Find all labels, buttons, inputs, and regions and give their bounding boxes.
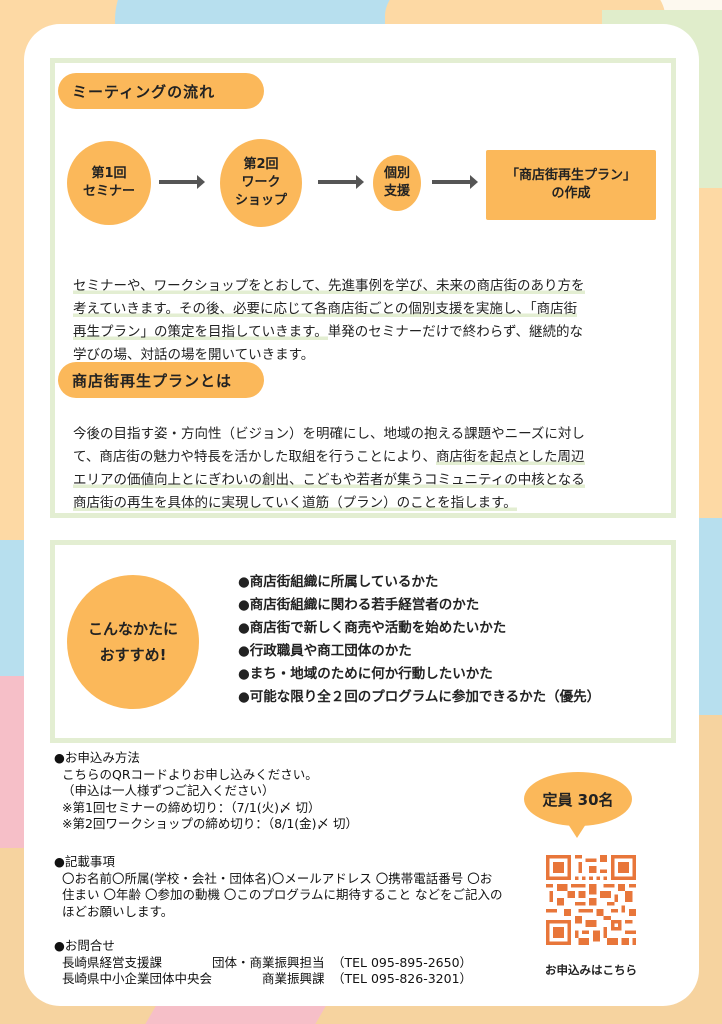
- qr-code-icon[interactable]: [546, 855, 636, 945]
- list-item: 商店街で新しく商売や活動を始めたいかた: [238, 617, 600, 640]
- required-info: 記載事項 〇お名前〇所属(学校・会社・団体名)〇メールアドレス 〇携帯電話番号 …: [54, 854, 504, 920]
- arrow-right-icon: [432, 175, 478, 189]
- flow-step-individual-support: 個別 支援: [373, 155, 421, 211]
- flow-description: セミナーや、ワークショップをとおして、先進事例を学び、未来の商店街のあり方を 考…: [73, 278, 585, 363]
- section-heading-plan: 商店街再生プランとは: [58, 362, 264, 398]
- target-list: 商店街組織に所属しているかた 商店街組織に関わる若手経営者のかた 商店街で新しく…: [238, 571, 600, 709]
- contact-row: 長崎県経営支援課団体・商業振興担当（TEL 095-895-2650）: [62, 954, 473, 970]
- application-heading: お申込み方法: [54, 750, 504, 767]
- list-item: 可能な限り全２回のプログラムに参加できるかた（優先）: [238, 686, 600, 709]
- flow-step-seminar: 第1回 セミナー: [67, 141, 151, 225]
- flow-step-workshop: 第2回 ワーク ショップ: [220, 139, 302, 227]
- list-item: 商店街組織に関わる若手経営者のかた: [238, 594, 600, 617]
- arrow-right-icon: [318, 175, 364, 189]
- meeting-flow-diagram: 第1回 セミナー 第2回 ワーク ショップ 個別 支援 「商店街再生プラン」 の…: [55, 133, 675, 253]
- background-shape: [143, 1005, 327, 1024]
- target-audience-panel: こんなかたに おすすめ! 商店街組織に所属しているかた 商店街組織に関わる若手経…: [50, 540, 676, 743]
- list-item: 商店街組織に所属しているかた: [238, 571, 600, 594]
- capacity-bubble: 定員 30名: [524, 772, 632, 838]
- flow-step-plan-creation: 「商店街再生プラン」 の作成: [486, 150, 656, 220]
- application-method: お申込み方法 こちらのQRコードよりお申し込みください。 （申込は一人様ずつご記…: [54, 750, 504, 833]
- section-heading-flow: ミーティングの流れ: [58, 73, 264, 109]
- flyer-card: ミーティングの流れ 第1回 セミナー 第2回 ワーク ショップ 個別 支援 「商…: [24, 24, 699, 1006]
- contact-row: 長崎県中小企業団体中央会商業振興課（TEL 095-826-3201）: [62, 971, 473, 986]
- plan-description: 今後の目指す姿・方向性（ビジョン）を明確にし、地域の抱える課題やニーズに対し て…: [73, 426, 585, 511]
- required-info-heading: 記載事項: [54, 854, 504, 871]
- program-overview-panel: ミーティングの流れ 第1回 セミナー 第2回 ワーク ショップ 個別 支援 「商…: [50, 58, 676, 518]
- list-item: 行政職員や商工団体のかた: [238, 640, 600, 663]
- arrow-right-icon: [159, 175, 205, 189]
- contact-heading: お問合せ: [54, 938, 504, 955]
- recommend-badge: こんなかたに おすすめ!: [67, 575, 199, 709]
- qr-caption: お申込みはこちら: [545, 963, 637, 977]
- list-item: まち・地域のために何か行動したいかた: [238, 663, 600, 686]
